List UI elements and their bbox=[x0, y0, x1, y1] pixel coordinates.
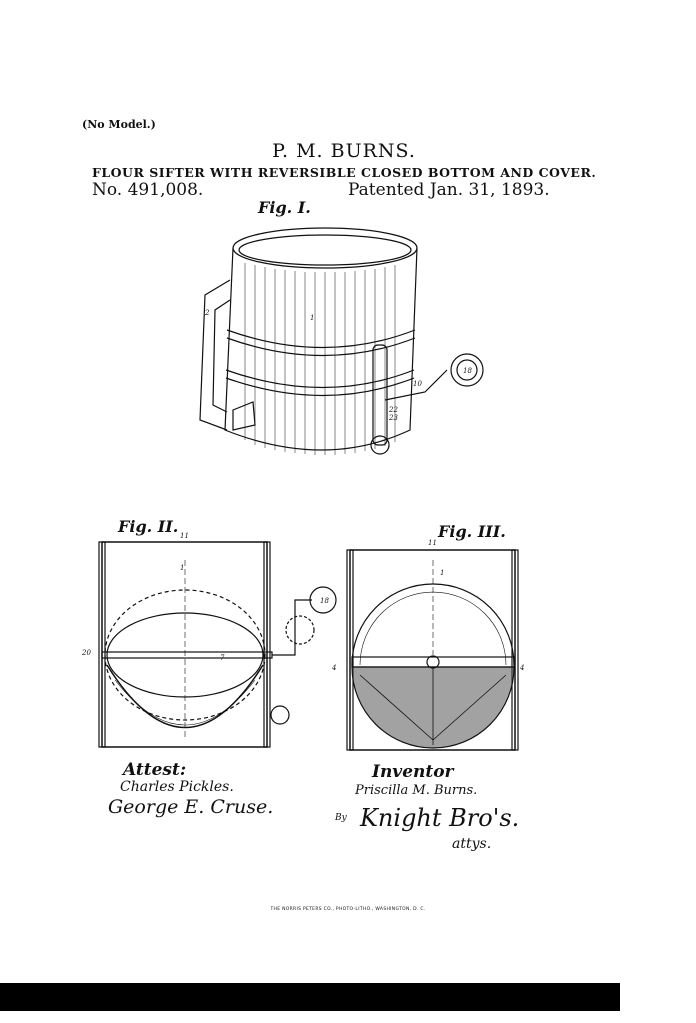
patent-title: FLOUR SIFTER WITH REVERSIBLE CLOSED BOTT… bbox=[92, 165, 597, 180]
svg-text:23: 23 bbox=[388, 414, 398, 422]
svg-text:20: 20 bbox=[81, 649, 91, 657]
svg-text:18: 18 bbox=[320, 597, 329, 605]
model-note: (No Model.) bbox=[82, 118, 156, 131]
svg-text:1: 1 bbox=[310, 314, 314, 322]
attys-label: attys. bbox=[452, 836, 492, 852]
inventor-label: Inventor bbox=[372, 762, 454, 782]
fig1-label: Fig. I. bbox=[258, 198, 311, 217]
svg-text:2: 2 bbox=[204, 309, 210, 317]
scan-border-bar bbox=[0, 983, 620, 1011]
svg-text:10: 10 bbox=[413, 380, 422, 388]
svg-text:4: 4 bbox=[331, 664, 336, 672]
svg-text:1: 1 bbox=[440, 569, 444, 577]
patent-date: Patented Jan. 31, 1893. bbox=[348, 180, 550, 200]
svg-text:11: 11 bbox=[428, 539, 437, 547]
svg-text:7: 7 bbox=[220, 654, 225, 662]
attest-label: Attest: bbox=[123, 760, 187, 780]
printer-credit: THE NORRIS PETERS CO., PHOTO-LITHO., WAS… bbox=[270, 907, 426, 912]
inventor-signature: Priscilla M. Burns. bbox=[355, 783, 478, 798]
svg-text:4: 4 bbox=[519, 664, 524, 672]
svg-text:22: 22 bbox=[388, 406, 398, 414]
svg-text:11: 11 bbox=[180, 532, 189, 540]
witness1-signature: Charles Pickles. bbox=[120, 779, 234, 795]
svg-text:18: 18 bbox=[463, 367, 472, 375]
patent-number: No. 491,008. bbox=[92, 180, 204, 200]
witness2-signature: George E. Cruse. bbox=[108, 796, 274, 818]
svg-text:1: 1 bbox=[180, 564, 184, 572]
inventor-name: P. M. BURNS. bbox=[272, 140, 416, 162]
attorney-signature: Knight Bro's. bbox=[360, 804, 520, 832]
fig3-label: Fig. III. bbox=[438, 522, 506, 541]
by-label: By bbox=[335, 813, 347, 823]
fig2-label: Fig. II. bbox=[118, 517, 179, 536]
